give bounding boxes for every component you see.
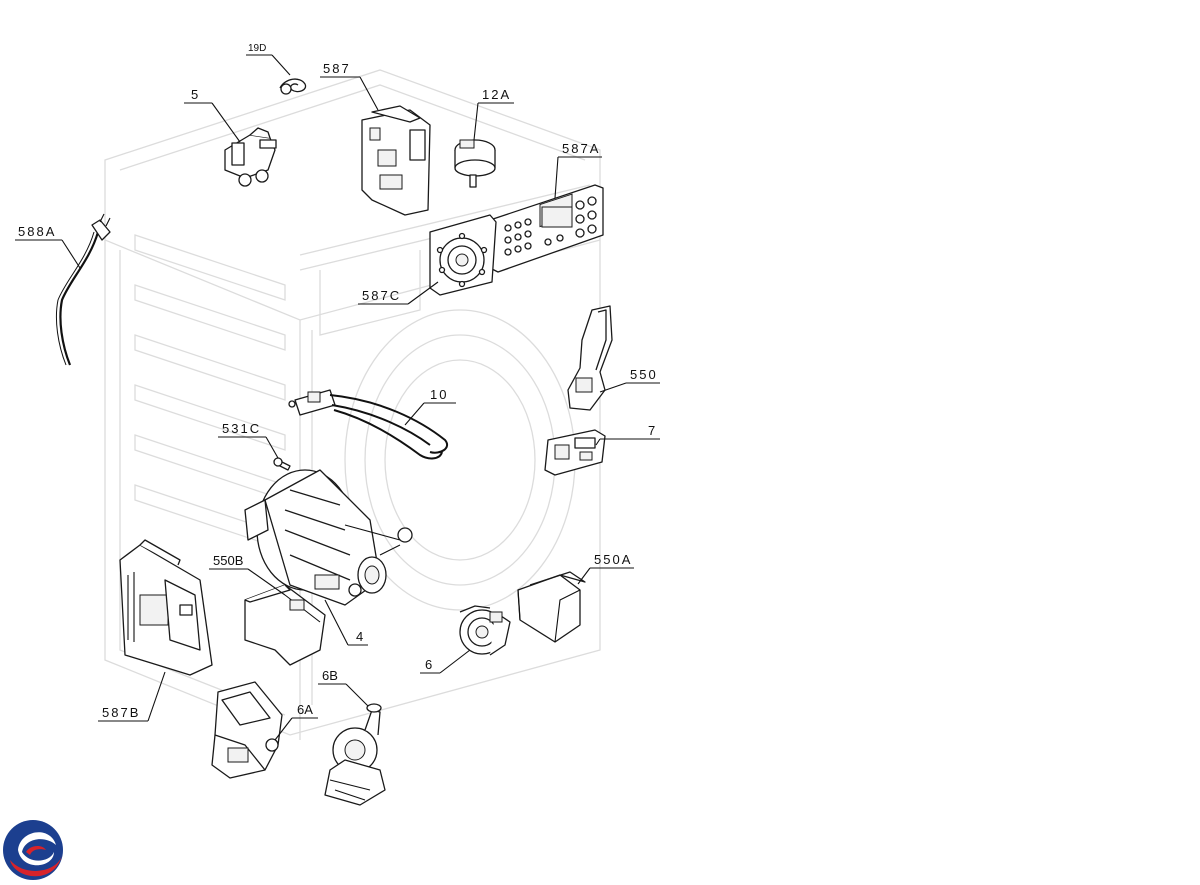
svg-text:6B: 6B	[322, 668, 338, 683]
svg-text:588A: 588A	[18, 224, 56, 239]
part-550a-cover[interactable]	[517, 571, 586, 643]
svg-text:6: 6	[425, 657, 434, 672]
part-550-door-lock-bracket[interactable]	[567, 305, 613, 411]
callout-587b: 587B	[98, 671, 166, 722]
callout-12a: 12A	[473, 87, 514, 141]
callout-550a: 550A	[577, 552, 634, 585]
part-6a-drain-pump[interactable]	[211, 681, 283, 779]
part-6-drain-pump-motor[interactable]	[459, 605, 511, 656]
callout-6b: 6B	[318, 668, 369, 707]
svg-text:550: 550	[630, 367, 658, 382]
svg-text:587B: 587B	[102, 705, 140, 720]
svg-text:7: 7	[648, 423, 657, 438]
callout-6a: 6A	[274, 702, 318, 741]
callout-587a: 587A	[554, 141, 602, 199]
callout-550: 550	[599, 367, 660, 393]
part-6b-pump-housing[interactable]	[324, 703, 386, 806]
svg-text:5: 5	[191, 87, 200, 102]
part-587a-control-panel[interactable]	[489, 184, 604, 273]
svg-text:531C: 531C	[222, 421, 261, 436]
svg-text:12A: 12A	[482, 87, 511, 102]
part-588a-power-cord[interactable]	[55, 213, 111, 366]
callout-10: 10	[404, 387, 456, 426]
part-550b-cover[interactable]	[244, 584, 326, 666]
part-587c-knob-panel[interactable]	[429, 214, 497, 296]
svg-text:587C: 587C	[362, 288, 401, 303]
svg-text:587: 587	[323, 61, 351, 76]
svg-text:550B: 550B	[213, 553, 243, 568]
part-12a-pressure-switch[interactable]	[454, 139, 496, 188]
callout-4: 4	[324, 599, 368, 646]
svg-text:550A: 550A	[594, 552, 632, 567]
part-4-motor[interactable]	[244, 469, 413, 606]
panel-buttons	[504, 196, 597, 256]
svg-text:6A: 6A	[297, 702, 313, 717]
svg-text:19D: 19D	[248, 43, 266, 54]
callout-587: 587	[320, 61, 379, 111]
callout-588a: 588A	[15, 224, 81, 269]
part-587b-module-housing[interactable]	[119, 539, 213, 676]
part-10-heating-element[interactable]	[288, 389, 449, 460]
callout-7: 7	[595, 423, 660, 446]
part-531c-screw[interactable]	[273, 457, 291, 471]
callout-5: 5	[184, 87, 241, 143]
brand-logo	[3, 820, 63, 880]
part-19d-clip[interactable]	[279, 78, 307, 95]
part-5-water-valve[interactable]	[224, 127, 277, 187]
callout-550b: 550B	[209, 553, 286, 596]
part-7-door-lock[interactable]	[544, 429, 606, 476]
svg-text:587A: 587A	[562, 141, 600, 156]
knob-ring-dots	[436, 232, 488, 288]
svg-text:10: 10	[430, 387, 448, 402]
callout-19d: 19D	[246, 43, 291, 76]
svg-text:4: 4	[356, 629, 365, 644]
callout-6: 6	[420, 649, 471, 674]
callout-587c: 587C	[358, 281, 439, 305]
part-587-control-board[interactable]	[361, 105, 431, 216]
callout-531c: 531C	[218, 421, 279, 459]
